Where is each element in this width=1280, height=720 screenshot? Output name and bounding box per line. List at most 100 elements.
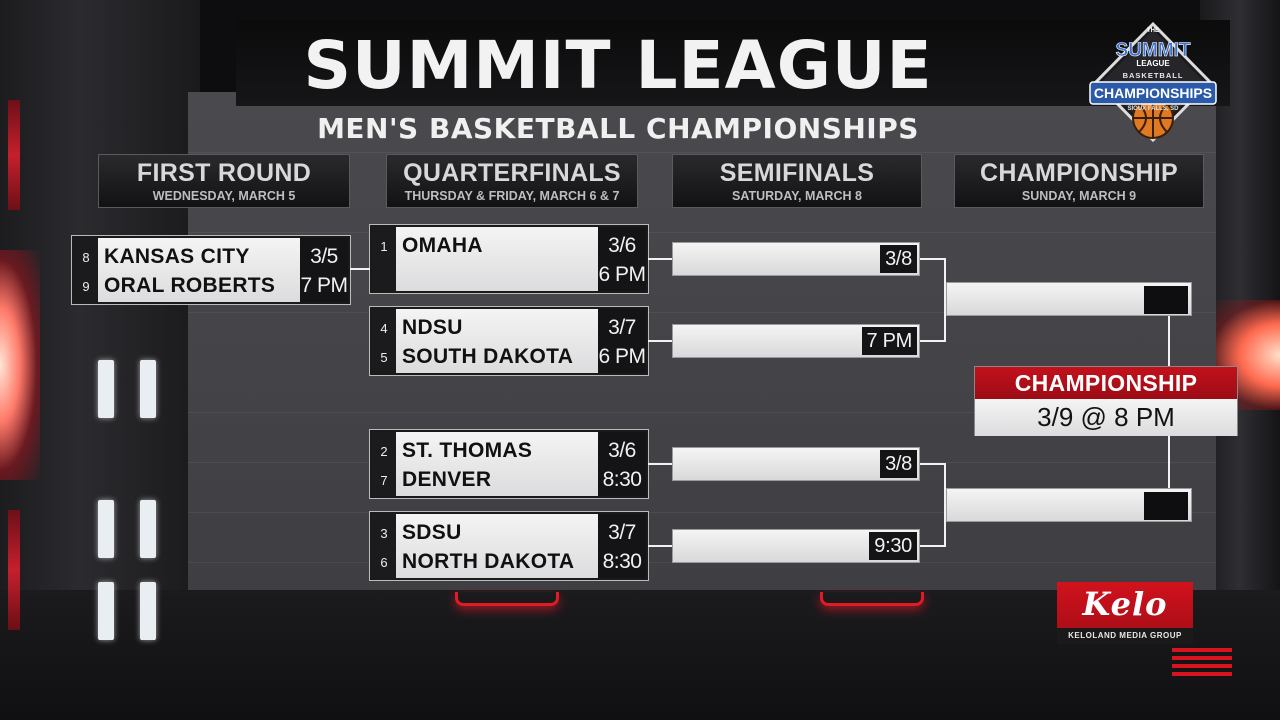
- game-time-column: 3/6 6 PM: [598, 227, 646, 291]
- round-date: WEDNESDAY, MARCH 5: [152, 189, 296, 203]
- seed-column: 4 5: [372, 309, 396, 373]
- game-time: 3/8: [880, 245, 917, 273]
- semifinal-slot: 3/8: [672, 242, 920, 276]
- logo-text: THE: [1147, 28, 1159, 34]
- game-date: 3/5: [310, 245, 338, 268]
- station-tagline: KELOLAND MEDIA GROUP: [1057, 628, 1193, 644]
- game-time-column: 3/7 8:30: [598, 514, 646, 578]
- light-bar: [98, 360, 114, 418]
- red-light-strip: [8, 510, 20, 630]
- board-stripe: [188, 152, 1216, 153]
- semifinal-slot: 9:30: [672, 529, 920, 563]
- round-header-championship: CHAMPIONSHIP SUNDAY, MARCH 9: [954, 154, 1204, 208]
- game-time-column: 3/7 6 PM: [598, 309, 646, 373]
- stage-light-glow: [0, 250, 40, 480]
- page-title: SUMMIT LEAGUE: [303, 27, 933, 104]
- round-header-first-round: FIRST ROUND WEDNESDAY, MARCH 5: [98, 154, 350, 208]
- round-header-quarterfinals: QUARTERFINALS THURSDAY & FRIDAY, MARCH 6…: [386, 154, 638, 208]
- bracket-connector: [944, 258, 946, 342]
- logo-text: BASKETBALL: [1123, 71, 1184, 80]
- light-bar: [140, 582, 156, 640]
- championship-game-box: CHAMPIONSHIP 3/9 @ 8 PM: [974, 366, 1238, 436]
- team-name: SDSU: [402, 521, 462, 544]
- light-bar: [140, 360, 156, 418]
- round-name: CHAMPIONSHIP: [979, 159, 1179, 187]
- seed-number: 3: [380, 526, 388, 541]
- round-name: SEMIFINALS: [719, 159, 875, 187]
- round-name: FIRST ROUND: [136, 159, 312, 187]
- round-header-semifinals: SEMIFINALS SATURDAY, MARCH 8: [672, 154, 922, 208]
- seed-number: 1: [380, 239, 388, 254]
- logo-text: SUMMIT: [1116, 40, 1191, 61]
- quarterfinal-matchup: 1 OMAHA 3/6 6 PM: [370, 225, 648, 293]
- seed-number: 5: [380, 350, 388, 365]
- game-time: 8:30: [602, 468, 642, 491]
- red-stripe: [1172, 672, 1232, 676]
- championship-time: 3/9 @ 8 PM: [975, 399, 1237, 436]
- board-stripe: [188, 232, 1216, 233]
- bracket-connector: [648, 463, 672, 465]
- light-bar: [98, 500, 114, 558]
- championship-slot: [946, 282, 1192, 316]
- seed-column: 1: [372, 227, 396, 291]
- game-time: 6 PM: [598, 345, 646, 368]
- round-date: SATURDAY, MARCH 8: [732, 189, 862, 203]
- semifinal-slot: 3/8: [672, 447, 920, 481]
- light-bar: [140, 500, 156, 558]
- round-name: QUARTERFINALS: [403, 159, 621, 187]
- red-stripe: [1172, 656, 1232, 660]
- quarterfinal-matchup: 3 6 SDSU NORTH DAKOTA 3/7 8:30: [370, 512, 648, 580]
- board-stripe: [188, 512, 1216, 513]
- seed-number: 2: [380, 444, 388, 459]
- title-bar: [236, 20, 1230, 106]
- seed-column: 2 7: [372, 432, 396, 496]
- logo-text: SIOUX FALLS, SD: [1127, 106, 1179, 112]
- red-stripes-decoration: [1172, 648, 1232, 684]
- team-name: NDSU: [402, 316, 463, 339]
- game-date: 3/7: [608, 316, 636, 339]
- team-name: DENVER: [402, 468, 492, 491]
- station-logo: Kelo KELOLAND MEDIA GROUP: [1057, 582, 1193, 644]
- quarterfinal-matchup: 2 7 ST. THOMAS DENVER 3/6 8:30: [370, 430, 648, 498]
- light-bar: [98, 582, 114, 640]
- championship-title: CHAMPIONSHIP: [975, 367, 1237, 399]
- red-stripe: [1172, 648, 1232, 652]
- game-time-column: 3/5 7 PM: [300, 238, 348, 302]
- summit-league-logo: THE SUMMIT LEAGUE BASKETBALL CHAMPIONSHI…: [1086, 21, 1220, 143]
- round-date: THURSDAY & FRIDAY, MARCH 6 & 7: [404, 189, 620, 203]
- game-time-column: 3/6 8:30: [598, 432, 646, 496]
- first-round-matchup: 8 9 KANSAS CITY ORAL ROBERTS 3/5 7 PM: [72, 236, 350, 304]
- seed-number: 7: [380, 473, 388, 488]
- bracket-connector: [944, 463, 946, 547]
- game-date: 3/6: [608, 234, 636, 257]
- team-name: ORAL ROBERTS: [104, 274, 276, 297]
- score-placeholder: [1144, 286, 1188, 314]
- station-name: Kelo: [1082, 585, 1168, 623]
- team-name: SOUTH DAKOTA: [402, 345, 574, 368]
- team-name: KANSAS CITY: [104, 245, 250, 268]
- round-date: SUNDAY, MARCH 9: [1021, 189, 1137, 203]
- team-name: ST. THOMAS: [402, 439, 533, 462]
- score-placeholder: [1144, 492, 1188, 520]
- game-time: 7 PM: [300, 274, 348, 297]
- bracket-connector: [920, 258, 946, 260]
- game-time: 6 PM: [598, 263, 646, 286]
- bracket-connector: [350, 268, 370, 270]
- game-date: 3/7: [608, 521, 636, 544]
- game-time: 7 PM: [861, 327, 917, 355]
- seed-number: 4: [380, 321, 388, 336]
- game-date: 3/6: [608, 439, 636, 462]
- seed-column: 3 6: [372, 514, 396, 578]
- board-stripe: [188, 312, 1216, 313]
- logo-text: LEAGUE: [1136, 59, 1170, 68]
- bracket-connector: [920, 545, 946, 547]
- seed-column: 8 9: [74, 238, 98, 302]
- championship-slot: [946, 488, 1192, 522]
- game-time: 3/8: [880, 450, 917, 478]
- bracket-connector: [1168, 436, 1170, 488]
- floor-red-light: [455, 592, 559, 606]
- bracket-connector: [648, 545, 672, 547]
- game-time: 8:30: [602, 550, 642, 573]
- seed-number: 6: [380, 555, 388, 570]
- bracket-connector: [920, 340, 946, 342]
